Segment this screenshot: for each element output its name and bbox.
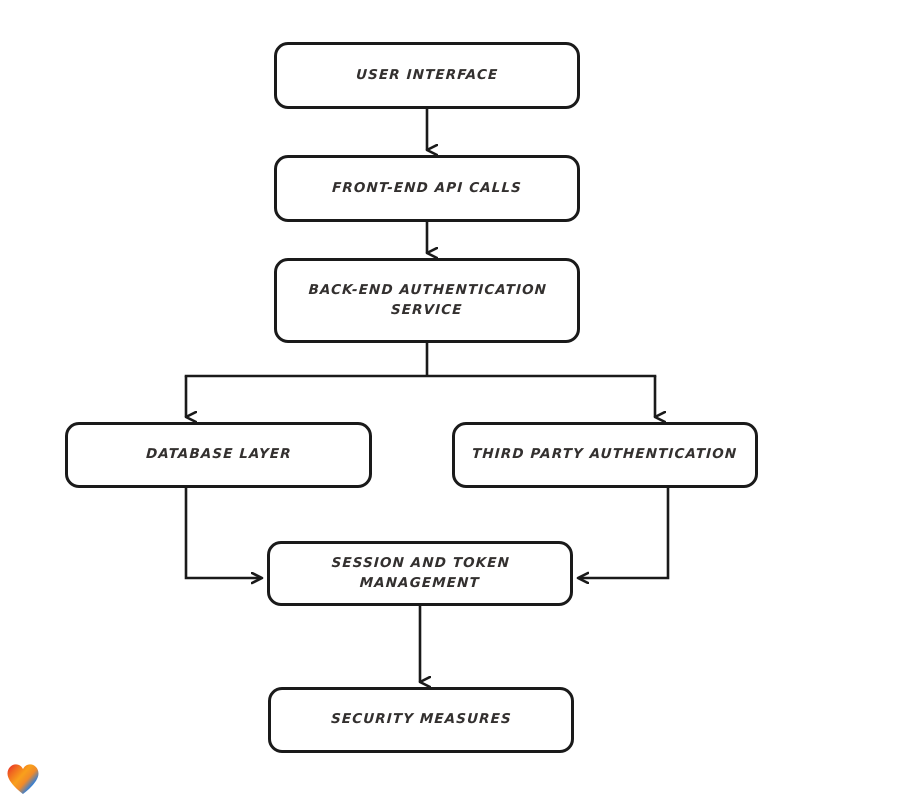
node-front-end-api-calls[interactable]: Front-End API Calls [274,155,580,222]
node-label: Security Measures [330,711,512,728]
node-database-layer[interactable]: Database Layer [65,422,372,488]
node-third-party-authentication[interactable]: Third Party Authentication [452,422,758,488]
node-label: Database Layer [145,446,292,463]
node-back-end-authentication-service[interactable]: Back-End Authentication Service [274,258,580,343]
node-label: Front-End API Calls [331,179,523,196]
node-user-interface[interactable]: User Interface [274,42,580,109]
node-session-and-token-management[interactable]: Session and Token Management [267,541,573,606]
edge-thirdparty-to-session [578,488,670,578]
node-label: Session and Token Management [330,554,511,591]
node-security-measures[interactable]: Security Measures [268,687,574,753]
edge-backend-branch-stem [184,343,657,378]
node-label: User Interface [355,66,499,83]
node-label: Third Party Authentication [472,446,739,463]
heart-icon [7,764,39,794]
edge-database-to-session [184,488,262,578]
node-label: Back-End Authentication Service [307,281,548,318]
